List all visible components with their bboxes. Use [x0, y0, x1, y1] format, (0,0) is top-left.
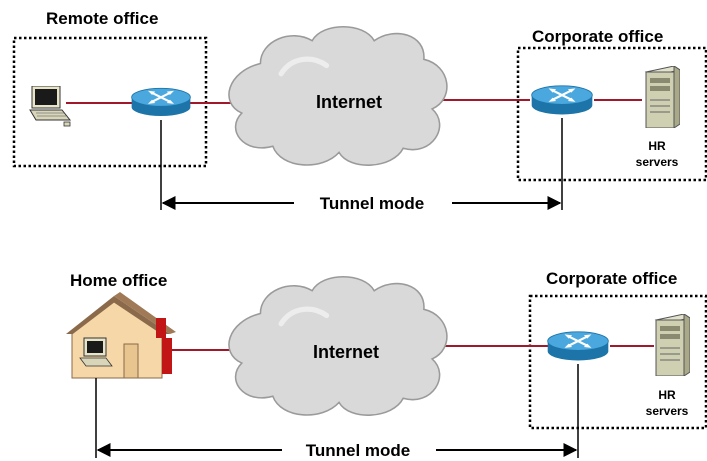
top-hr-label: HR	[648, 139, 666, 153]
top-tunnel-mode-label: Tunnel mode	[320, 194, 425, 213]
top-servers-label: servers	[636, 155, 679, 169]
top-corporate-office-label: Corporate office	[532, 27, 663, 46]
router-icon	[546, 330, 610, 362]
bottom-diagram: Home office Corporate office Internet HR…	[66, 269, 707, 460]
bottom-corporate-office-boundary	[528, 294, 707, 430]
top-internet-label: Internet	[316, 92, 382, 112]
server-icon	[655, 314, 690, 376]
top-remote-office-label: Remote office	[46, 9, 158, 28]
laptop-icon	[29, 86, 71, 127]
bottom-corporate-office-label: Corporate office	[546, 269, 677, 288]
bottom-tunnel-mode-label: Tunnel mode	[306, 441, 411, 460]
bottom-internet-label: Internet	[313, 342, 379, 362]
router-icon	[530, 84, 594, 116]
top-diagram: Remote office Corporate office Internet …	[12, 9, 707, 213]
house-icon	[66, 292, 176, 379]
bottom-hr-label: HR	[658, 388, 676, 402]
bottom-servers-label: servers	[646, 404, 689, 418]
bottom-home-office-label: Home office	[70, 271, 167, 290]
server-icon	[645, 66, 680, 128]
router-icon	[130, 87, 192, 118]
